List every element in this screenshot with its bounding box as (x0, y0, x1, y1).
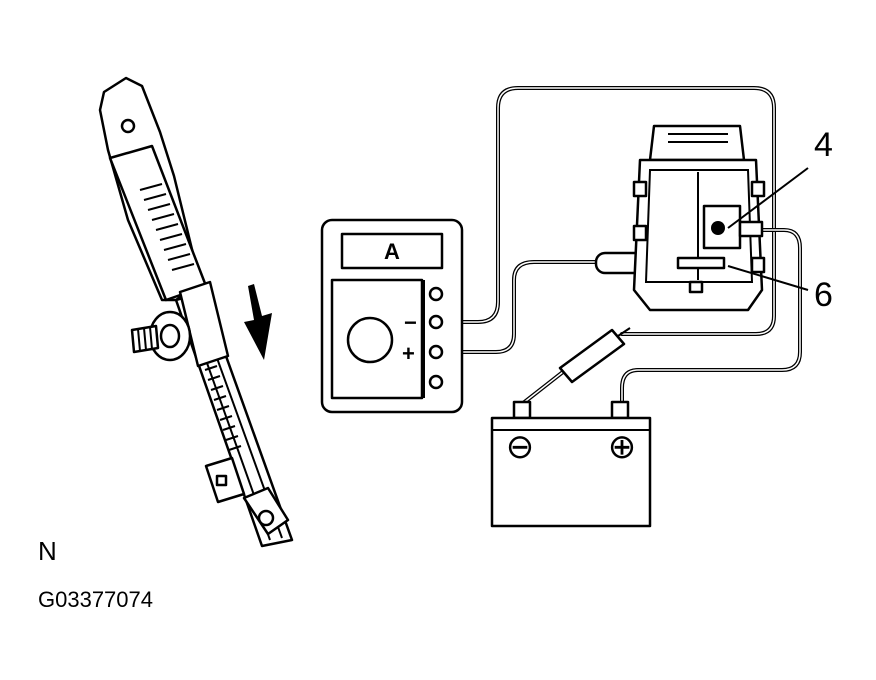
battery-negative-terminal: ⊖ (506, 428, 535, 466)
ammeter-label: A (384, 239, 400, 264)
view-label: N (38, 536, 57, 566)
ammeter: A − + (320, 218, 464, 414)
ammeter-terminal-1 (428, 286, 444, 302)
upper-spring (139, 183, 195, 271)
ammeter-minus-sign: − (404, 310, 417, 335)
battery-positive-terminal: ⊕ (608, 428, 637, 466)
lower-spring (204, 365, 242, 451)
figure-code: G03377074 (38, 587, 153, 612)
battery: ⊖ ⊕ (490, 400, 652, 528)
ammeter-terminal-plus (428, 344, 444, 360)
terminal-4 (711, 221, 725, 235)
test-probe-negative (558, 327, 631, 384)
belt-adjuster-assembly (98, 76, 294, 548)
ammeter-dial (346, 316, 394, 364)
terminal-6 (676, 256, 726, 270)
motion-arrow (244, 284, 272, 360)
ammeter-terminal-4 (428, 374, 444, 390)
ammeter-terminal-minus (428, 314, 444, 330)
wiring (434, 86, 802, 406)
switch-connector (632, 124, 766, 312)
ammeter-plus-sign: + (402, 341, 415, 366)
mounting-bolt (130, 310, 192, 362)
callout-4: 4 (814, 126, 833, 164)
callout-6: 6 (814, 276, 833, 314)
